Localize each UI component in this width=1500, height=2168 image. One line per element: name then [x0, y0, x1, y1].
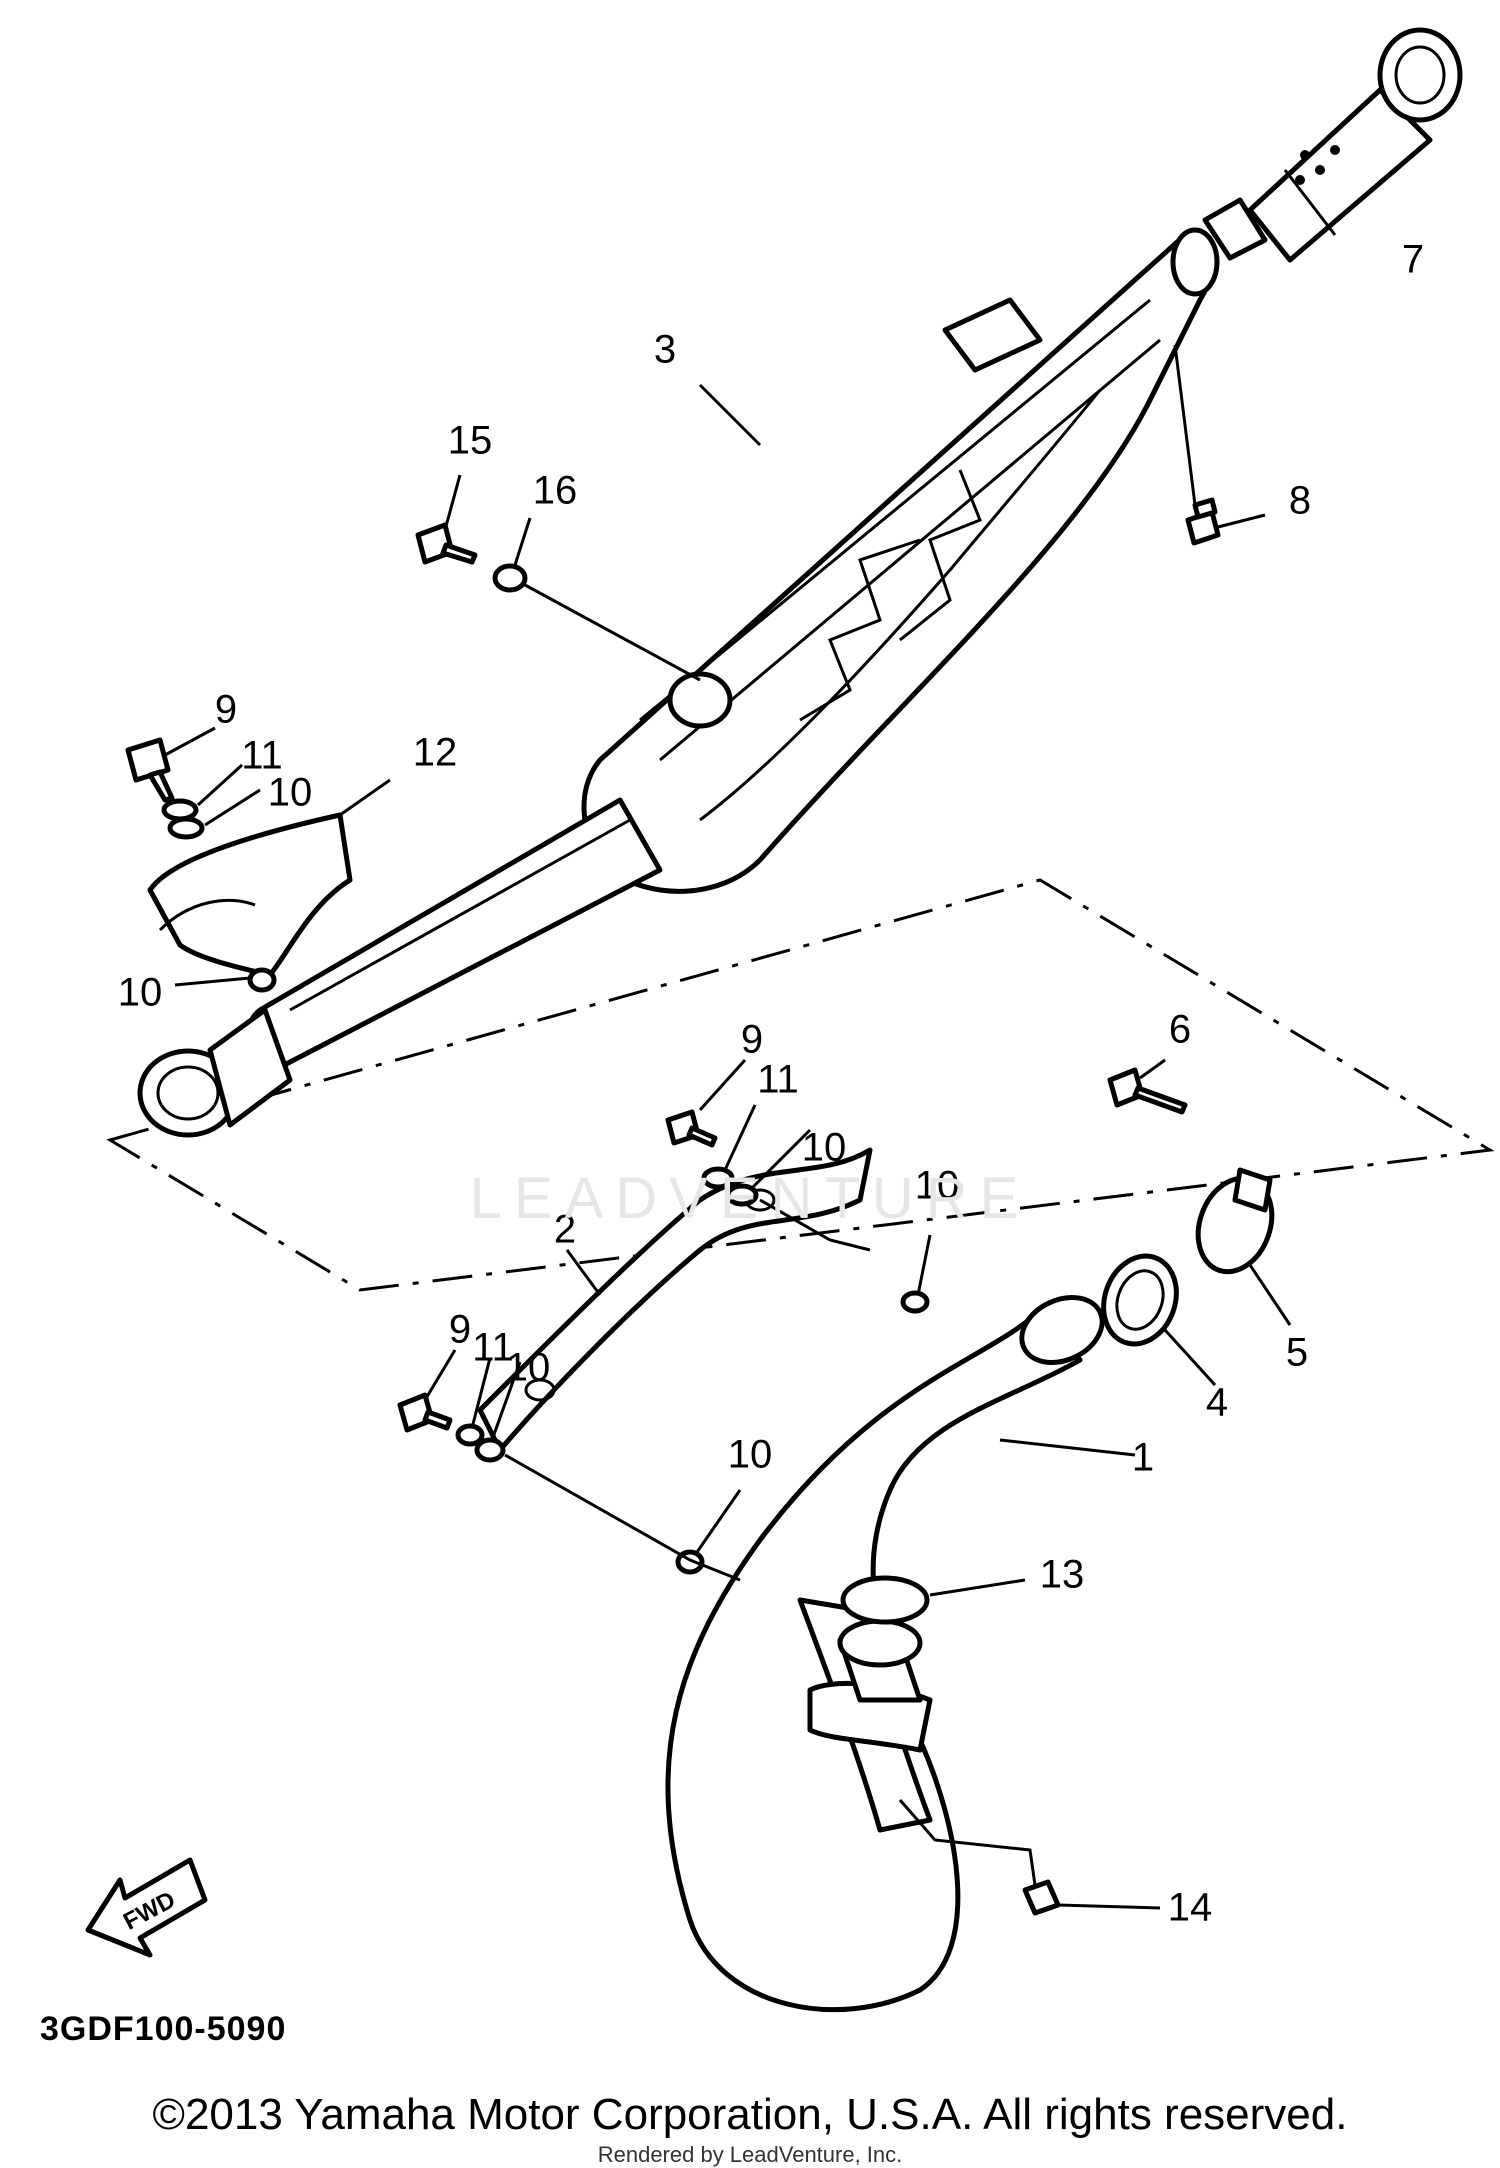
washer-16 [492, 563, 528, 593]
washer-10-lower [474, 1437, 506, 1463]
silencer-assembly [137, 227, 1220, 1138]
bolt-8 [1185, 497, 1221, 546]
callout-3: 3 [654, 328, 676, 372]
callout-16: 16 [533, 469, 578, 513]
muffler-protector [147, 812, 353, 978]
bolt-9-lower [397, 1392, 453, 1433]
callout-13: 13 [1040, 1553, 1085, 1597]
copyright-notice: ©2013 Yamaha Motor Corporation, U.S.A. A… [152, 2090, 1348, 2139]
callout-10-upper: 10 [268, 771, 313, 815]
spark-arrester-insert [1202, 27, 1463, 263]
bolt-15 [415, 522, 478, 565]
gasket-ring [840, 1575, 930, 1625]
callout-12: 12 [413, 731, 458, 775]
callout-11-upper: 11 [241, 734, 283, 778]
callout-10-protector: 10 [118, 971, 163, 1015]
callout-9-mid: 9 [741, 1018, 763, 1062]
callout-14: 14 [1168, 1886, 1213, 1930]
washer-10-protector [247, 967, 277, 993]
callout-9-lower: 9 [449, 1308, 471, 1352]
forward-arrow-icon: FWD [85, 1857, 208, 1958]
callout-4: 4 [1206, 1381, 1228, 1425]
bolt-9-mid [665, 1109, 718, 1148]
callout-7: 7 [1402, 238, 1424, 282]
washer-10-upper [167, 816, 205, 840]
callout-9-upper: 9 [215, 688, 237, 732]
exhaust-bracket [477, 1147, 873, 1453]
nut-14 [1022, 1879, 1061, 1916]
callout-10-right: 10 [915, 1164, 960, 1208]
callout-11-mid: 11 [757, 1058, 799, 1102]
bolt-9-upper [125, 737, 175, 803]
callout-2: 2 [554, 1208, 576, 1252]
washer-11-upper [161, 798, 199, 822]
washer-11-mid [701, 1166, 735, 1190]
callout-11-lower: 11 [472, 1326, 514, 1370]
washer-10-right [900, 1290, 930, 1314]
washer-11-lower [455, 1423, 485, 1447]
reference-plane-outline [106, 878, 1495, 1292]
exhaust-clamp [1195, 1167, 1275, 1275]
callout-15: 15 [448, 419, 493, 463]
washer-10-mid [725, 1183, 759, 1207]
callout-5: 5 [1286, 1331, 1308, 1375]
callout-10-mid: 10 [802, 1126, 847, 1170]
callout-6: 6 [1169, 1008, 1191, 1052]
figure-code: 3GDF100-5090 [40, 2010, 287, 2048]
render-credit: Rendered by LeadVenture, Inc. [597, 2142, 903, 2167]
joint-sleeve [1101, 1253, 1179, 1347]
callout-1: 1 [1132, 1436, 1154, 1480]
bolt-6 [1107, 1067, 1188, 1115]
callout-8: 8 [1289, 479, 1311, 523]
callout-10-bottom: 10 [728, 1433, 773, 1477]
callout-10-lower: 10 [506, 1346, 551, 1390]
